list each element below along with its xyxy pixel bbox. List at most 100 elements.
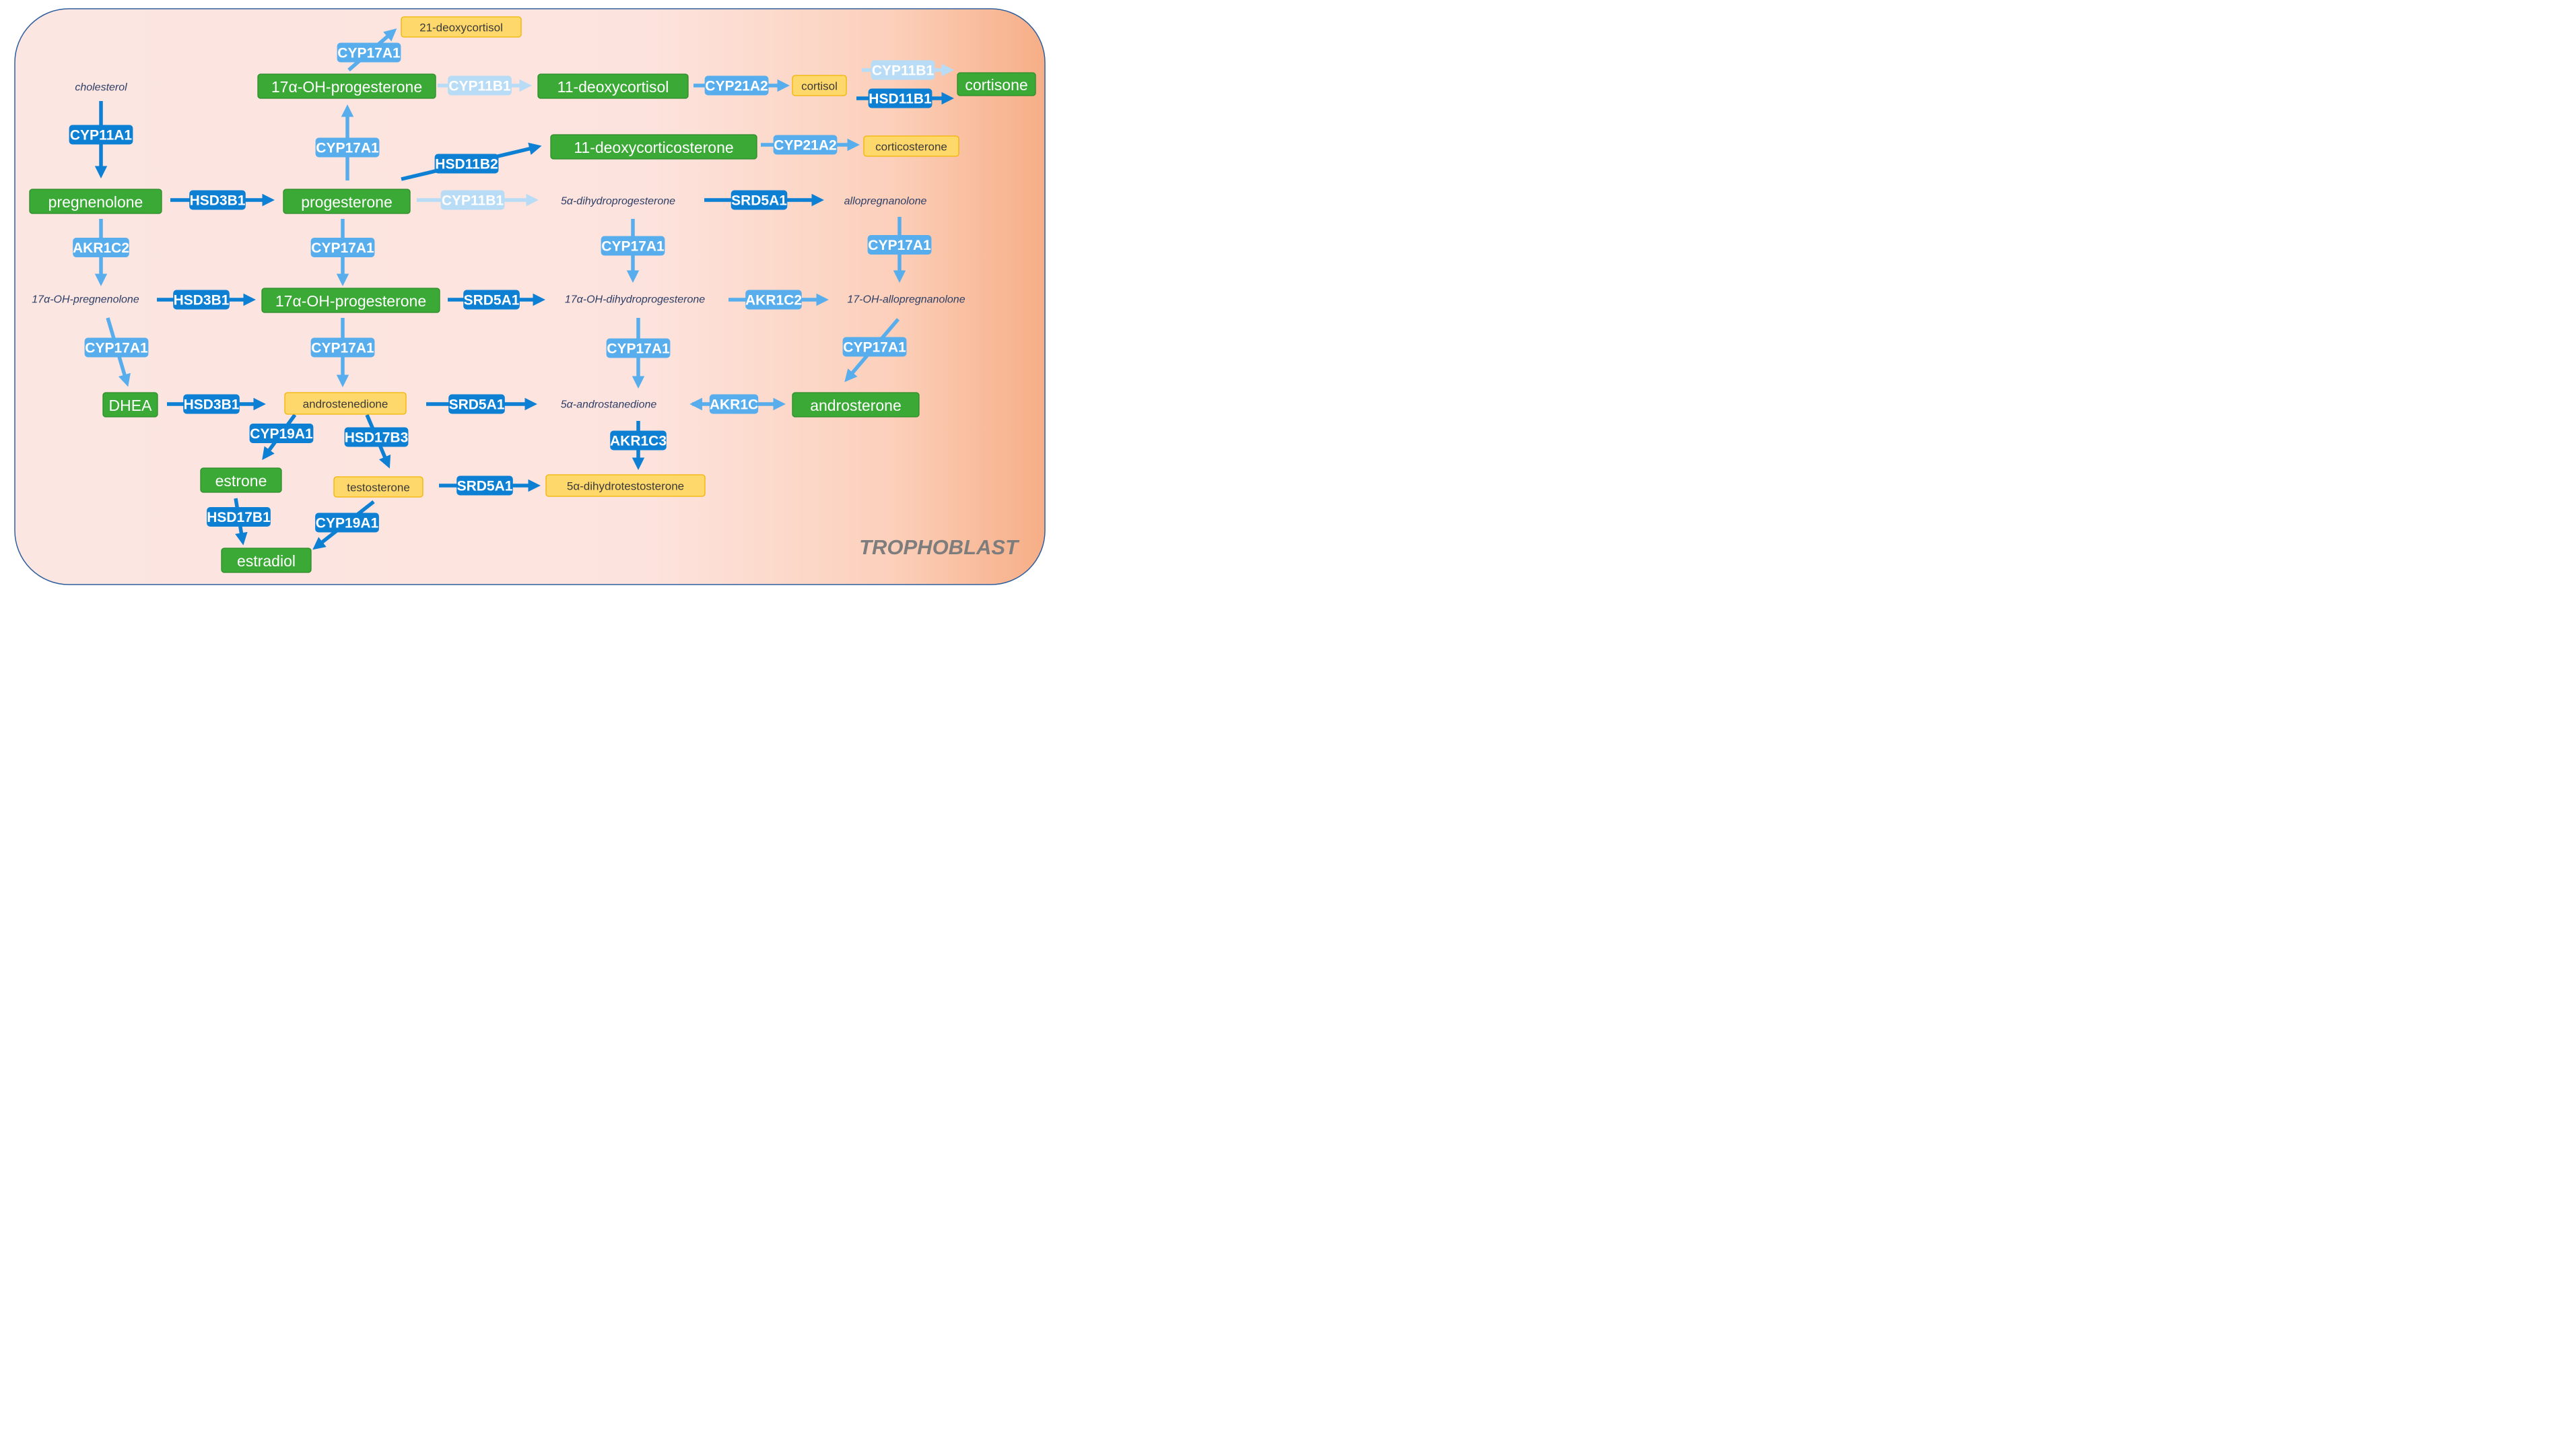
metabolite-label: 21-deoxycortisol xyxy=(419,22,503,34)
metabolite-5alpha-androstanedione: 5α-androstanedione xyxy=(561,399,657,411)
enzyme-cyp17a1: CYP17A1 xyxy=(310,238,375,257)
metabolite-corticosterone: corticosterone xyxy=(863,135,959,157)
metabolite-box xyxy=(545,474,706,497)
enzyme-cyp11b1: CYP11B1 xyxy=(448,75,512,96)
metabolite-21-deoxycortisol: 21-deoxycortisol xyxy=(401,16,522,38)
enzyme-label: CYP11B1 xyxy=(448,79,511,94)
enzyme-box xyxy=(337,42,401,63)
metabolite-label: allopregnanolone xyxy=(844,196,927,207)
enzyme-hsd3b1: HSD3B1 xyxy=(183,394,240,414)
enzyme-label: CYP17A1 xyxy=(311,240,374,256)
metabolite-label: pregnenolone xyxy=(48,193,143,211)
enzyme-hsd11b1: HSD11B1 xyxy=(868,88,933,108)
enzyme-cyp21a2: CYP21A2 xyxy=(773,135,838,155)
metabolite-17alpha-oh-progesterone: 17α-OH-progesterone xyxy=(261,288,440,313)
enzyme-box xyxy=(249,424,314,443)
enzyme-box xyxy=(842,337,907,357)
metabolite-estrone: estrone xyxy=(200,467,282,493)
metabolite-label: 17α-OH-progesterone xyxy=(271,78,422,96)
metabolite-17alpha-oh-progesterone: 17α-OH-progesterone xyxy=(257,73,436,99)
enzyme-label: CYP17A1 xyxy=(868,238,931,253)
enzyme-cyp17a1: CYP17A1 xyxy=(310,337,375,358)
enzyme-label: AKR1C2 xyxy=(745,293,802,308)
enzyme-label: AKR1C3 xyxy=(610,434,667,449)
enzyme-cyp17a1: CYP17A1 xyxy=(337,42,401,63)
enzyme-box xyxy=(456,475,513,496)
metabolite-box xyxy=(792,392,920,418)
metabolite-label: estrone xyxy=(215,472,267,490)
enzyme-box xyxy=(773,135,838,155)
enzyme-label: CYP19A1 xyxy=(250,426,313,442)
metabolite-box xyxy=(257,73,436,99)
metabolite-estradiol: estradiol xyxy=(221,548,312,573)
metabolite-allopregnanolone: allopregnanolone xyxy=(844,196,927,207)
enzyme-box xyxy=(69,125,133,145)
metabolite-cortisone: cortisone xyxy=(957,72,1036,96)
enzyme-cyp17a1: CYP17A1 xyxy=(867,235,932,255)
enzyme-label: CYP17A1 xyxy=(85,341,148,356)
metabolite-box xyxy=(537,73,689,99)
enzyme-label: CYP17A1 xyxy=(316,141,379,156)
enzyme-box xyxy=(315,137,380,158)
metabolite-label: cortisone xyxy=(965,76,1027,94)
enzyme-box xyxy=(434,154,499,174)
enzyme-box xyxy=(601,236,665,256)
enzyme-box xyxy=(704,75,769,96)
metabolite-label: corticosterone xyxy=(875,141,947,154)
metabolite-label: 17α-OH-progesterone xyxy=(275,292,426,310)
enzyme-label: HSD11B2 xyxy=(435,157,498,172)
enzyme-box xyxy=(606,338,671,358)
enzyme-label: HSD17B1 xyxy=(207,510,271,525)
metabolite-box xyxy=(863,135,959,157)
enzyme-label: AKR1C2 xyxy=(73,240,129,256)
metabolite-label: cholesterol xyxy=(75,82,127,94)
enzyme-cyp11a1: CYP11A1 xyxy=(69,125,133,145)
enzyme-cyp19a1: CYP19A1 xyxy=(249,424,314,443)
enzyme-srd5a1: SRD5A1 xyxy=(448,394,505,414)
enzyme-label: HSD3B1 xyxy=(174,293,230,308)
metabolite-box xyxy=(333,476,423,498)
enzyme-box xyxy=(315,512,379,533)
enzyme-box xyxy=(73,238,129,257)
metabolite-label: 17α-OH-dihydroprogesterone xyxy=(565,294,705,306)
enzyme-box xyxy=(84,337,149,358)
enzyme-box xyxy=(183,394,240,414)
enzyme-akr1c3: AKR1C3 xyxy=(610,430,667,451)
metabolite-box xyxy=(200,467,282,493)
metabolite-pregnenolone: pregnenolone xyxy=(29,189,162,214)
enzyme-srd5a1: SRD5A1 xyxy=(731,190,788,210)
metabolite-label: 5α-dihydroprogesterone xyxy=(561,196,675,207)
enzyme-hsd17b1: HSD17B1 xyxy=(207,507,271,527)
metabolite-11-deoxycorticosterone: 11-deoxycorticosterone xyxy=(550,134,757,160)
enzyme-label: CYP19A1 xyxy=(316,516,379,531)
enzyme-cyp11b1: CYP11B1 xyxy=(440,190,505,210)
enzyme-box xyxy=(440,190,505,210)
metabolite-label: testosterone xyxy=(347,482,410,494)
metabolite-androsterone: androsterone xyxy=(792,392,920,418)
enzyme-akr1c2: AKR1C2 xyxy=(745,290,802,310)
enzyme-box xyxy=(868,88,933,108)
enzyme-box xyxy=(448,75,512,96)
metabolite-label: androstenedione xyxy=(303,398,388,411)
enzyme-label: HSD3B1 xyxy=(184,397,240,413)
enzyme-hsd3b1: HSD3B1 xyxy=(173,290,230,310)
metabolite-box xyxy=(102,392,158,418)
metabolite-dhea: DHEA xyxy=(102,392,158,418)
metabolite-label: 11-deoxycorticosterone xyxy=(574,139,733,156)
metabolite-label: DHEA xyxy=(109,397,153,414)
enzyme-box xyxy=(731,190,788,210)
metabolite-label: androsterone xyxy=(810,397,902,414)
trophoblast-label: TROPHOBLAST xyxy=(859,535,1020,559)
metabolite-label: 5α-dihydrotestosterone xyxy=(567,480,684,493)
metabolite-box xyxy=(221,548,312,573)
enzyme-label: HSD17B3 xyxy=(345,430,409,446)
metabolite-5alpha-dihydrotestosterone: 5α-dihydrotestosterone xyxy=(545,474,706,497)
enzyme-label: HSD11B1 xyxy=(869,92,932,107)
enzyme-cyp17a1: CYP17A1 xyxy=(606,338,671,358)
enzyme-box xyxy=(463,290,520,310)
enzyme-box xyxy=(610,430,667,451)
enzyme-label: SRD5A1 xyxy=(457,479,513,494)
